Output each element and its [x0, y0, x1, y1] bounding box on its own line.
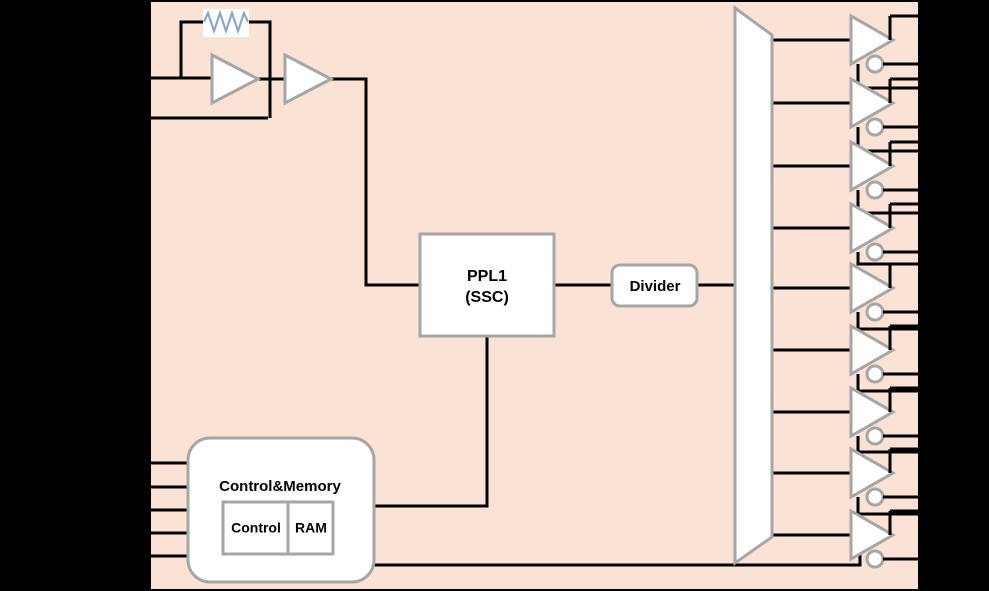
buffer-triangle-6: [849, 323, 897, 377]
pll1-box: [418, 232, 556, 338]
ram-sub-label: RAM: [295, 520, 327, 536]
wire-pll-to-control: [373, 336, 489, 508]
ram-sub-box: [286, 500, 335, 556]
pll1-label-line1: PPL1: [467, 268, 507, 285]
buffer-invert-bubble-9: [865, 549, 885, 569]
divider-block[interactable]: Divider: [610, 263, 699, 308]
resistor-zigzag-icon: [202, 9, 250, 35]
buffer-triangle-3: [849, 139, 897, 193]
buffer-invert-bubble-1: [865, 54, 885, 74]
buffer-invert-bubble-2: [865, 117, 885, 137]
buffer-triangle-5: [849, 261, 897, 315]
feedback-resistor[interactable]: [202, 9, 250, 37]
divider-label: Divider: [630, 278, 681, 295]
buffer-triangle-4: [849, 201, 897, 255]
buffer-invert-bubble-4: [865, 242, 885, 262]
differential-output-buffer-4[interactable]: [849, 201, 918, 266]
output-buffer-bank: [849, 13, 918, 569]
differential-output-buffer-6[interactable]: [849, 323, 918, 393]
divider-box: [610, 263, 699, 308]
fanout-mux-block[interactable]: [733, 5, 774, 566]
buffer-invert-bubble-6: [865, 364, 885, 384]
ram-sub-block[interactable]: RAM: [286, 500, 335, 556]
differential-output-buffer-8[interactable]: [849, 446, 918, 516]
control-sub-box: [221, 500, 290, 556]
buffer-invert-bubble-3: [865, 180, 885, 200]
control-memory-block[interactable]: Control&Memory Control RAM: [186, 436, 376, 584]
differential-output-buffer-1[interactable]: [849, 13, 918, 90]
differential-output-buffer-5[interactable]: [849, 261, 918, 331]
wire-feedback-left: [179, 20, 204, 78]
oscillator-amp-1[interactable]: [210, 52, 262, 106]
buffer-invert-bubble-8: [865, 487, 885, 507]
wire-feedback-right: [248, 20, 272, 118]
control-sub-block[interactable]: Control: [221, 500, 290, 556]
oscillator-amp-2[interactable]: [283, 52, 335, 106]
buffer-invert-bubble-5: [865, 302, 885, 322]
control-memory-label: Control&Memory: [219, 478, 341, 495]
buffer-invert-bubble-7: [865, 426, 885, 446]
buffer-triangle-9: [849, 508, 897, 562]
pll1-block[interactable]: PPL1 (SSC): [418, 232, 556, 338]
buffer-triangle-8: [849, 446, 897, 500]
wire-amp2-to-pll: [330, 77, 420, 287]
control-sub-label: Control: [231, 520, 281, 536]
differential-output-buffer-9[interactable]: [849, 508, 918, 569]
buffer-triangle-7: [849, 385, 897, 439]
buffer-triangle-2: [849, 76, 897, 130]
pll1-label-line2: (SSC): [465, 289, 509, 306]
differential-output-buffer-7[interactable]: [849, 385, 918, 454]
buffer-triangle-1: [849, 13, 897, 67]
